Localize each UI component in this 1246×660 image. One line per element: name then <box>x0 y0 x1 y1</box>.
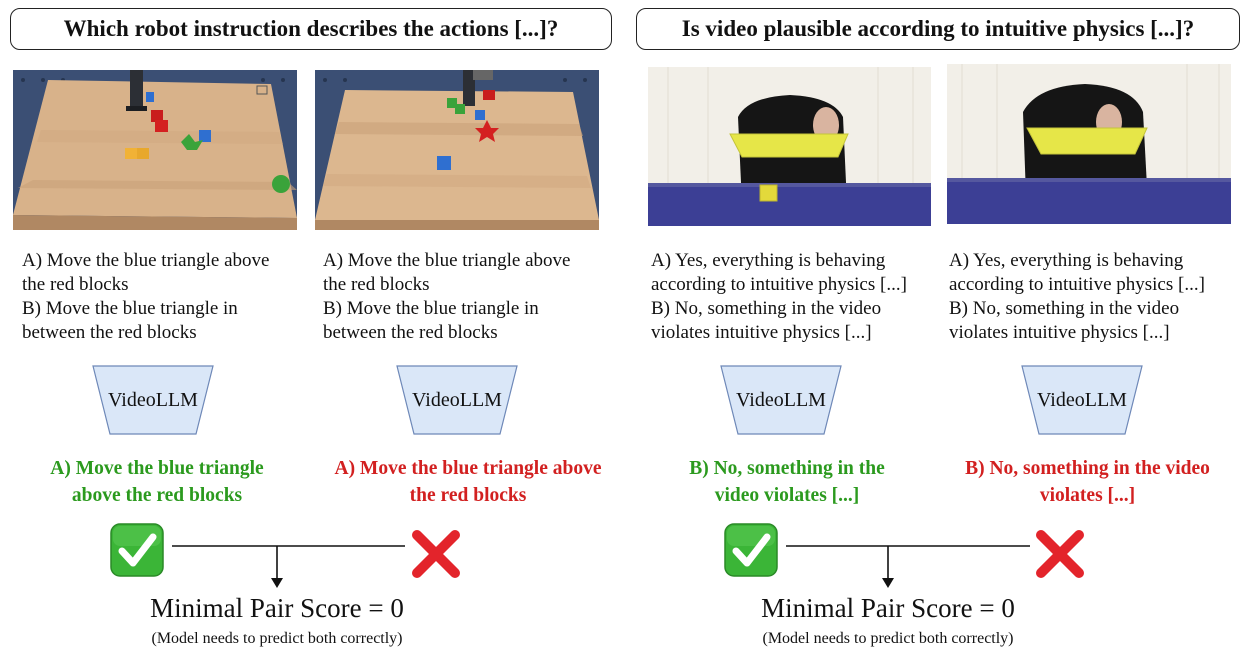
prediction-line-1: A) Move the blue triangle <box>50 458 264 479</box>
option-a-line-2: according to intuitive physics [...] <box>949 274 1205 295</box>
option-b-line-2: violates intuitive physics [...] <box>949 322 1170 343</box>
panel-title-robot: Which robot instruction describes the ac… <box>10 8 612 50</box>
robot-video-frame-2 <box>315 70 599 230</box>
prediction-line-2: the red blocks <box>409 485 527 506</box>
cross-mark-icon <box>1034 528 1086 580</box>
option-b-line-1: B) No, something in the video <box>949 298 1180 319</box>
check-mark-icon <box>724 523 778 577</box>
physics-video-frame-1 <box>648 67 931 226</box>
prediction-line-1: B) No, something in the video <box>965 458 1210 479</box>
videollm-block: VideoLLM <box>396 365 518 435</box>
videollm-label: VideoLLM <box>1037 388 1127 411</box>
minimal-pair-score: Minimal Pair Score = 0 <box>150 593 404 623</box>
options-list: A) Yes, everything is behaving according… <box>949 249 1205 345</box>
score-note: (Model needs to predict both correctly) <box>151 630 403 647</box>
prediction-line-2: video violates [...] <box>714 485 860 506</box>
robot-video-frame-1 <box>13 70 297 230</box>
prediction-line-2: violates [...] <box>1039 485 1136 506</box>
score-note: (Model needs to predict both correctly) <box>762 630 1014 647</box>
prediction-line-1: A) Move the blue triangle above <box>334 458 602 479</box>
option-b-line-1: B) Move the blue triangle in <box>323 298 539 319</box>
option-a-line-1: A) Yes, everything is behaving <box>949 250 1184 271</box>
videollm-block: VideoLLM <box>92 365 214 435</box>
option-a-line-1: A) Move the blue triangle above <box>323 250 571 271</box>
options-list: A) Yes, everything is behaving according… <box>651 249 907 345</box>
panel-title-physics: Is video plausible according to intuitiv… <box>636 8 1240 50</box>
option-a-line-2: the red blocks <box>323 274 430 295</box>
check-mark-icon <box>110 523 164 577</box>
videollm-block: VideoLLM <box>1021 365 1143 435</box>
prediction-line-1: B) No, something in the <box>689 458 885 479</box>
videollm-label: VideoLLM <box>736 388 826 411</box>
prediction-correct: A) Move the blue triangle above the red … <box>12 455 302 509</box>
cross-mark-icon <box>410 528 462 580</box>
prediction-correct: B) No, something in the video violates [… <box>642 455 932 509</box>
option-a-line-1: A) Move the blue triangle above <box>22 250 270 271</box>
prediction-wrong: A) Move the blue triangle above the red … <box>308 455 628 509</box>
options-list: A) Move the blue triangle above the red … <box>22 249 269 345</box>
option-b-line-2: between the red blocks <box>323 322 498 343</box>
option-a-line-1: A) Yes, everything is behaving <box>651 250 886 271</box>
option-b-line-2: between the red blocks <box>22 322 197 343</box>
physics-video-frame-2 <box>947 64 1231 224</box>
videollm-label: VideoLLM <box>108 388 198 411</box>
option-a-line-2: the red blocks <box>22 274 129 295</box>
videollm-block: VideoLLM <box>720 365 842 435</box>
videollm-label: VideoLLM <box>412 388 502 411</box>
options-list: A) Move the blue triangle above the red … <box>323 249 570 345</box>
option-a-line-2: according to intuitive physics [...] <box>651 274 907 295</box>
option-b-line-1: B) No, something in the video <box>651 298 882 319</box>
minimal-pair-score: Minimal Pair Score = 0 <box>761 593 1015 623</box>
prediction-wrong: B) No, something in the video violates [… <box>935 455 1240 509</box>
option-b-line-1: B) Move the blue triangle in <box>22 298 238 319</box>
option-b-line-2: violates intuitive physics [...] <box>651 322 872 343</box>
prediction-line-2: above the red blocks <box>71 485 243 506</box>
